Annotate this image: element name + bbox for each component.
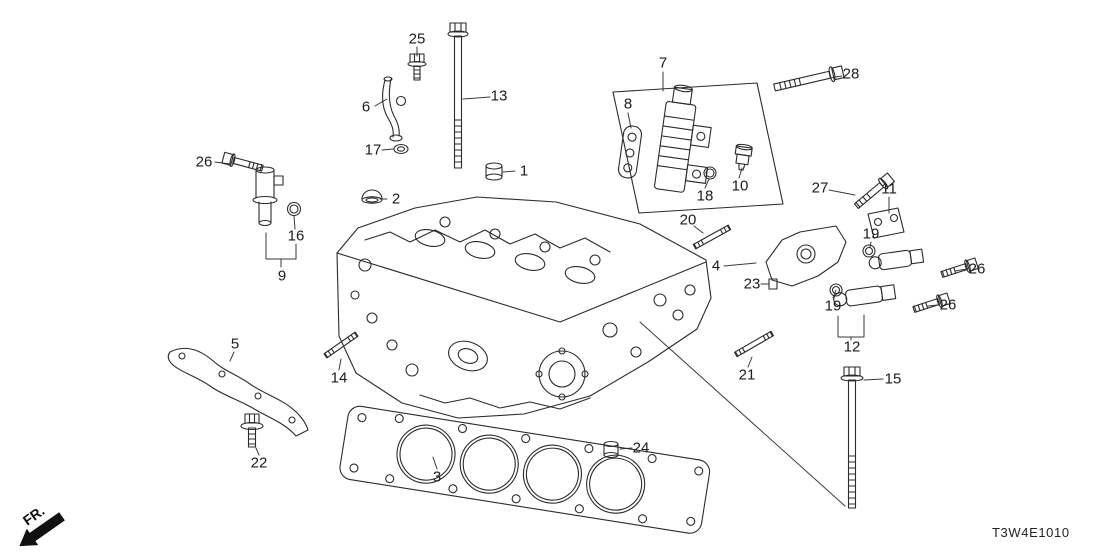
spool-valve-body-drawing	[654, 84, 712, 193]
callout-28: 28	[842, 65, 860, 83]
callout-15: 15	[884, 370, 902, 388]
bolt-25-drawing	[407, 53, 427, 81]
callout-19: 19	[824, 297, 842, 315]
bracket-11-drawing	[867, 207, 905, 239]
callout-5: 5	[230, 335, 240, 353]
callout-19: 19	[862, 225, 880, 243]
head-gasket-drawing	[339, 405, 711, 534]
vtc-strainer-drawing	[765, 225, 847, 290]
stud-21-drawing	[734, 330, 774, 358]
stud-20-drawing	[692, 224, 732, 250]
sensor-9-drawing	[252, 166, 284, 227]
cap-2-drawing	[361, 189, 383, 204]
gasket-8-drawing	[617, 125, 643, 179]
diagram-code: T3W4E1010	[992, 525, 1070, 540]
stud-14-drawing	[323, 331, 359, 359]
oring-19-upper-drawing	[862, 244, 876, 258]
cylinder-head-drawing	[336, 196, 712, 419]
cam-sensor-upper-drawing	[868, 248, 925, 271]
oil-pressure-switch-10-drawing	[734, 143, 753, 171]
sensor-12-drawing	[833, 284, 897, 307]
callout-7: 7	[658, 54, 668, 72]
bolt-26-upper-right-drawing	[940, 257, 979, 278]
callout-10: 10	[731, 177, 749, 195]
bolt-26-left-drawing	[221, 151, 264, 172]
callout-26: 26	[968, 260, 986, 278]
chain-case-gasket-drawing	[167, 347, 309, 437]
oring-19-lower-drawing	[829, 283, 843, 297]
callout-18: 18	[696, 187, 714, 205]
fr-arrow: FR.	[19, 502, 65, 547]
callout-1: 1	[519, 162, 529, 180]
fr-arrow-icon	[19, 512, 65, 547]
callout-12: 12	[843, 338, 861, 356]
callout-26: 26	[195, 153, 213, 171]
oring-16-drawing	[286, 201, 302, 217]
bolt-26-lower-right-drawing	[912, 292, 951, 313]
callout-3: 3	[432, 468, 442, 486]
bolt-27-drawing	[853, 172, 895, 209]
callout-20: 20	[679, 211, 697, 229]
callout-17: 17	[364, 141, 382, 159]
guide-tube-drawing	[382, 76, 407, 142]
callout-6: 6	[361, 98, 371, 116]
callout-2: 2	[391, 190, 401, 208]
oring-18-drawing	[703, 166, 717, 180]
callout-9: 9	[277, 267, 287, 285]
callout-14: 14	[330, 369, 348, 387]
clip-23-drawing	[768, 278, 778, 290]
callout-25: 25	[408, 30, 426, 48]
callout-21: 21	[738, 366, 756, 384]
callout-11: 11	[881, 180, 897, 198]
callout-26: 26	[939, 296, 957, 314]
spool-valve-assembly-drawing	[612, 82, 784, 214]
callout-13: 13	[490, 87, 508, 105]
washer-17-drawing	[393, 143, 409, 155]
bolt-22-drawing	[240, 413, 264, 448]
bolt-13-drawing	[447, 22, 469, 169]
bolt-15-drawing	[840, 366, 864, 509]
callout-8: 8	[623, 95, 633, 113]
callout-4: 4	[711, 257, 721, 275]
callout-23: 23	[743, 275, 761, 293]
cap-24-drawing	[603, 440, 619, 459]
leader-lines	[214, 46, 968, 507]
callout-16: 16	[287, 227, 305, 245]
callout-22: 22	[250, 454, 268, 472]
callout-24: 24	[632, 439, 650, 457]
callout-27: 27	[811, 179, 829, 197]
bolt-28-drawing	[773, 65, 845, 92]
assembly-box-outline	[612, 82, 784, 214]
cap-1-drawing	[485, 162, 503, 181]
